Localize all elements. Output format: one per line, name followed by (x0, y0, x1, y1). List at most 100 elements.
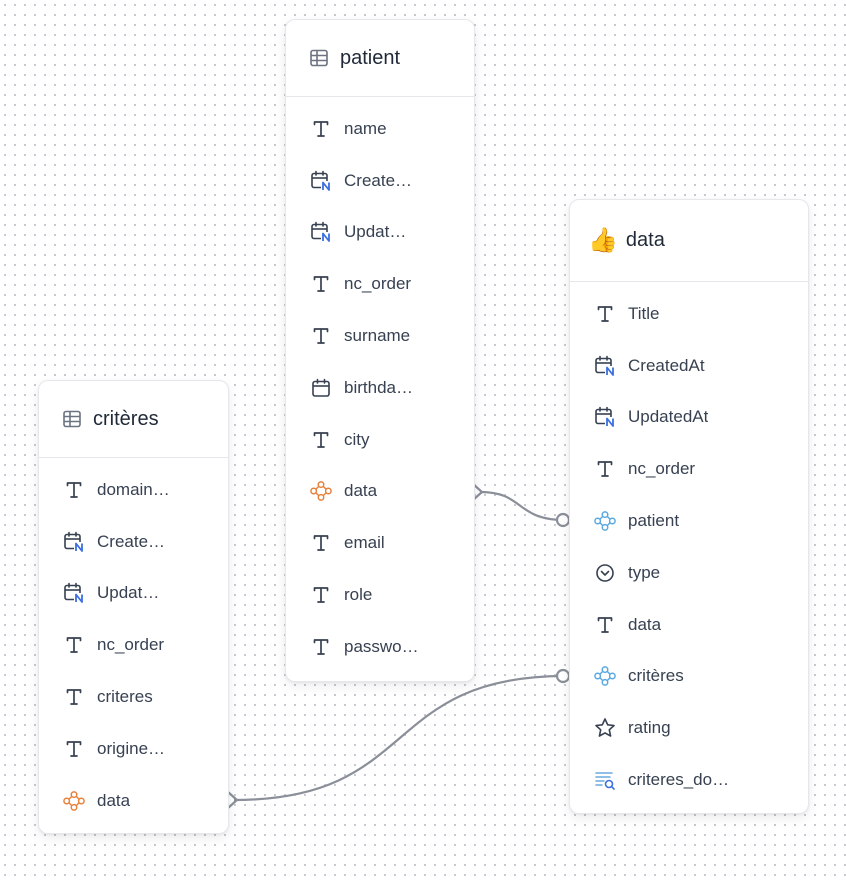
datetime-icon (63, 531, 85, 553)
field-row[interactable]: origine… (39, 723, 228, 775)
link-icon (594, 665, 616, 687)
field-label: city (344, 429, 370, 449)
datetime-icon (594, 406, 616, 428)
table-header[interactable]: patient (286, 20, 474, 97)
link-icon (594, 510, 616, 532)
field-row[interactable]: data (286, 466, 474, 518)
field-label: UpdatedAt (628, 407, 709, 427)
table-header[interactable]: 👍 data (570, 200, 808, 282)
field-label: nc_order (344, 274, 412, 294)
text-icon (594, 614, 616, 636)
field-label: Title (628, 303, 660, 323)
text-icon (310, 273, 332, 295)
field-row[interactable]: domain… (39, 464, 228, 516)
field-label: data (344, 481, 378, 501)
text-icon (310, 118, 332, 140)
field-label: type (628, 562, 661, 582)
text-icon (310, 532, 332, 554)
field-row[interactable]: Title (570, 288, 808, 340)
calendar-icon (310, 377, 332, 399)
field-row[interactable]: Create… (286, 155, 474, 207)
star-icon (594, 717, 616, 739)
field-row[interactable]: data (39, 775, 228, 827)
field-row[interactable]: role (286, 569, 474, 621)
field-label: data (97, 790, 131, 810)
field-label: critères (628, 666, 684, 686)
field-label: origine… (97, 738, 166, 758)
field-label: nc_order (97, 635, 165, 655)
field-row[interactable]: birthda… (286, 362, 474, 414)
table-title: data (625, 229, 665, 251)
field-row[interactable]: patient (570, 495, 808, 547)
field-row[interactable]: criteres (39, 671, 228, 723)
field-row[interactable]: Updat… (286, 207, 474, 259)
text-icon (310, 325, 332, 347)
field-label: patient (628, 511, 680, 531)
field-label: surname (344, 326, 411, 346)
field-label: Create… (344, 170, 413, 190)
field-label: domain… (97, 479, 170, 499)
crowfoot-marker (472, 483, 484, 501)
table-header[interactable]: critères (39, 381, 228, 458)
field-row[interactable]: Updat… (39, 568, 228, 620)
field-row[interactable]: nc_order (39, 619, 228, 671)
text-icon (594, 303, 616, 325)
field-row[interactable]: nc_order (570, 443, 808, 495)
field-label: role (344, 585, 373, 605)
field-row[interactable]: Create… (39, 516, 228, 568)
field-label: rating (628, 718, 671, 738)
field-label: Updat… (97, 583, 160, 603)
field-row[interactable]: rating (570, 702, 808, 754)
lookup-icon (594, 769, 616, 791)
field-label: Create… (97, 531, 166, 551)
field-row[interactable]: UpdatedAt (570, 392, 808, 444)
field-row[interactable]: criteres_do… (570, 754, 808, 806)
field-label: criteres (97, 687, 153, 707)
field-row[interactable]: city (286, 414, 474, 466)
text-icon (594, 458, 616, 480)
table-title: critères (93, 407, 159, 430)
table-icon (61, 408, 83, 430)
field-row[interactable]: data (570, 599, 808, 651)
field-label: Updat… (344, 222, 407, 242)
single-select-icon (594, 562, 616, 584)
field-list: domain… Create… Updat… nc_order criteres orig… (39, 458, 228, 827)
datetime-icon (594, 355, 616, 377)
text-icon (63, 686, 85, 708)
link-icon (63, 790, 85, 812)
crowfoot-marker (227, 791, 239, 809)
field-row[interactable]: email (286, 517, 474, 569)
field-label: birthda… (344, 377, 413, 397)
field-row[interactable]: CreatedAt (570, 340, 808, 392)
text-icon (310, 636, 332, 658)
field-label: name (344, 118, 387, 138)
field-row[interactable]: name (286, 103, 474, 155)
text-icon (63, 634, 85, 656)
field-row[interactable]: surname (286, 310, 474, 362)
text-icon (63, 738, 85, 760)
field-label: criteres_do… (628, 770, 730, 790)
edge-patient-data (479, 490, 566, 522)
field-row[interactable]: critères (570, 651, 808, 703)
edge-endpoint (555, 512, 571, 528)
field-row[interactable]: nc_order (286, 258, 474, 310)
text-icon (310, 584, 332, 606)
field-row[interactable]: type (570, 547, 808, 599)
text-icon (63, 479, 85, 501)
field-label: nc_order (628, 459, 696, 479)
field-label: data (628, 614, 662, 634)
edge-criteres-data (233, 674, 566, 802)
link-icon (310, 480, 332, 502)
table-icon (308, 47, 330, 69)
datetime-icon (63, 582, 85, 604)
field-label: CreatedAt (628, 355, 705, 375)
datetime-icon (310, 221, 332, 243)
table-title: patient (340, 46, 401, 69)
field-label: email (344, 533, 385, 553)
field-row[interactable]: passwo… (286, 621, 474, 673)
